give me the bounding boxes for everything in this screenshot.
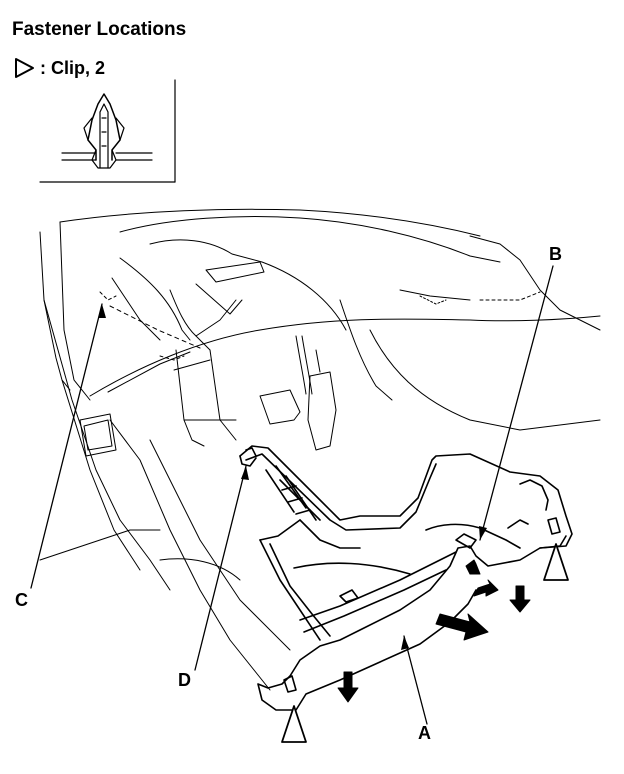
callout-label-c: C	[15, 590, 28, 610]
callout-label-b: B	[549, 244, 562, 264]
clip-location-triangle-left	[281, 705, 307, 743]
callout-arrowheads	[98, 304, 487, 650]
clip-detail-inset	[39, 79, 176, 183]
open-triangle-icon	[15, 58, 34, 78]
callout-label-a: A	[418, 723, 431, 743]
removal-direction-arrows	[337, 559, 531, 703]
callout-leaders	[30, 265, 554, 725]
legend-text: : Clip, 2	[40, 57, 106, 78]
page-title: Fastener Locations	[12, 19, 187, 40]
dashboard-outline	[39, 208, 601, 691]
callout-label-d: D	[178, 670, 191, 690]
lower-cover-panel-a	[239, 445, 573, 711]
clip-legend: : Clip, 2	[12, 56, 105, 80]
clip-location-triangle-right	[543, 543, 569, 581]
